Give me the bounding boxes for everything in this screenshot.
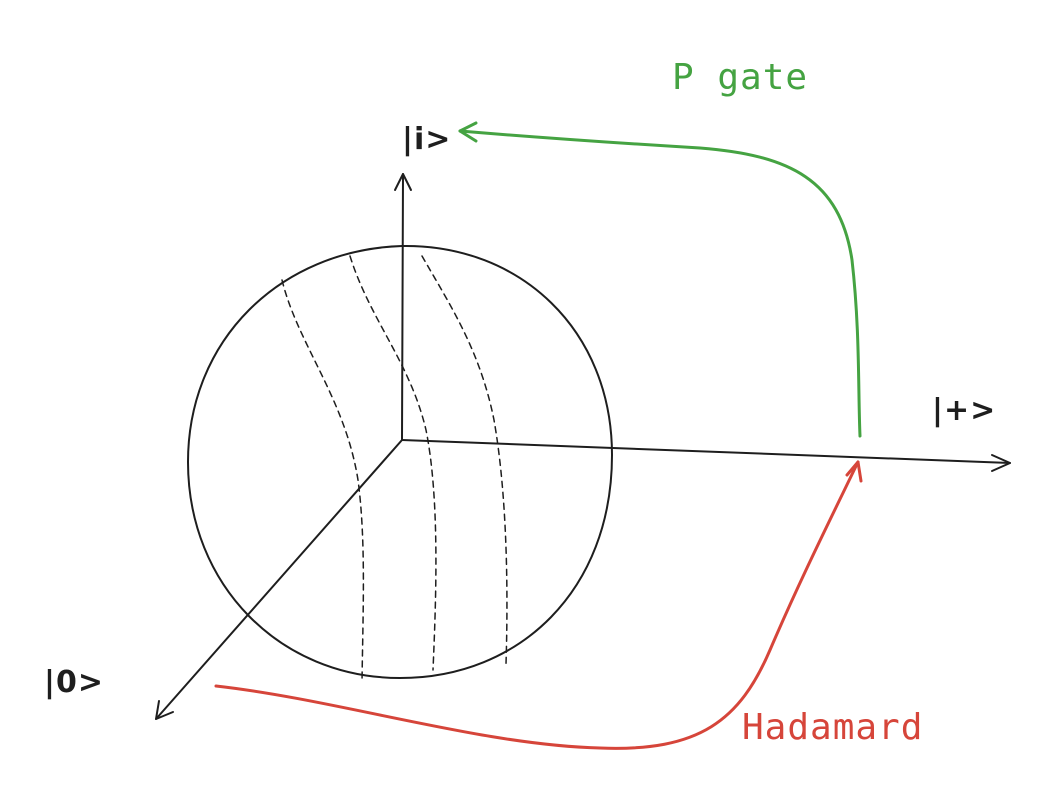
- label-p-gate: P gate: [672, 57, 809, 98]
- axis-zero-arrowhead: [155, 700, 174, 720]
- label-state-plus: |+>: [932, 393, 997, 428]
- p-gate-arrow: [458, 129, 862, 438]
- label-state-zero: |0>: [44, 665, 104, 700]
- meridian-right: [421, 255, 508, 665]
- sphere-outline: [187, 244, 613, 679]
- axis-i: [401, 173, 404, 441]
- hadamard-arrow: [214, 460, 860, 750]
- hadamard-arrowhead: [845, 460, 863, 483]
- meridian-middle: [349, 255, 437, 671]
- axis-plus-arrowhead: [991, 454, 1011, 472]
- axis-i-arrowhead: [394, 173, 412, 191]
- meridian-left: [281, 279, 365, 683]
- label-hadamard: Hadamard: [742, 707, 924, 748]
- axis-zero: [155, 439, 403, 720]
- axis-plus: [401, 439, 1011, 464]
- p-gate-arrowhead: [458, 121, 478, 143]
- label-state-i: |i>: [402, 122, 452, 157]
